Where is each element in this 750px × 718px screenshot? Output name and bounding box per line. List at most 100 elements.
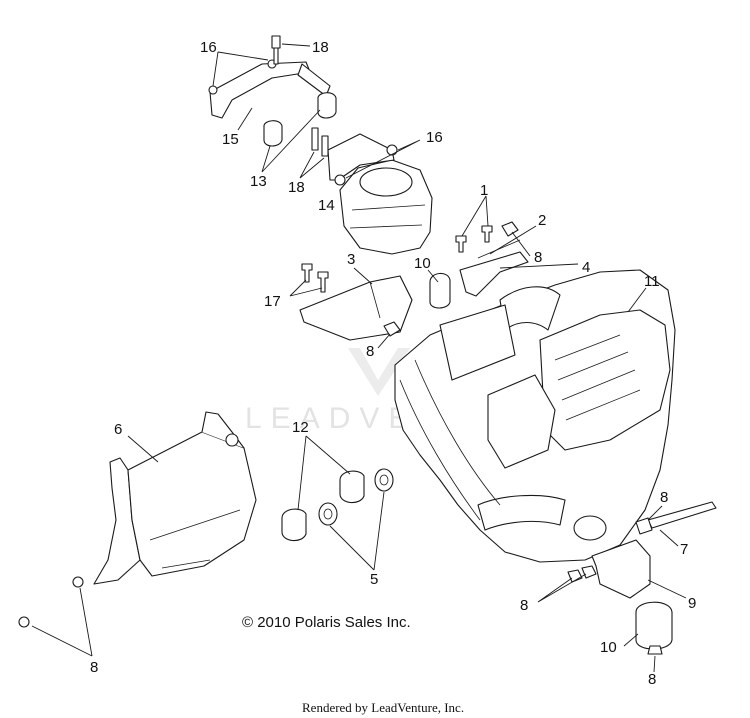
rubber-mount-10-lower (635, 601, 673, 650)
bolt-17-b (317, 271, 329, 293)
callout-9: 9 (688, 595, 696, 612)
leader-5 (329, 491, 385, 571)
washer-5-right-hole (379, 474, 389, 486)
nut-8-bolt-7 (635, 517, 653, 535)
callout-8-bracket3: 8 (366, 343, 374, 360)
bolt-18-top-shank (273, 47, 279, 65)
callout-8-right: 8 (660, 489, 668, 506)
leader-16-mid (345, 139, 421, 179)
callout-17: 17 (264, 293, 281, 310)
plate-nut-left (334, 174, 346, 186)
callout-2: 2 (538, 212, 546, 229)
engine-assembly (394, 269, 676, 563)
washer-5-right (374, 468, 394, 492)
leader-15 (237, 107, 253, 131)
callout-3: 3 (347, 251, 355, 268)
upper-bracket-nut-left (208, 85, 218, 95)
bolt-18-lower-a (311, 127, 319, 151)
nut-8-far-left (18, 616, 30, 628)
bolt-18-top-head (271, 35, 281, 49)
coolant-hose (477, 494, 566, 531)
callout-10-lower: 10 (600, 639, 617, 656)
rubber-mount-13-lower (263, 120, 283, 147)
plate-nut-right (386, 144, 398, 156)
callout-8-bottom: 8 (648, 671, 656, 688)
leader-7 (659, 529, 679, 547)
leader-17 (289, 279, 323, 297)
leader-10-lower (623, 633, 639, 647)
bracket-3-group (299, 263, 413, 341)
throttle-body-detail (349, 204, 426, 229)
callout-16-top: 16 (200, 39, 217, 56)
callout-8-lower: 8 (520, 597, 528, 614)
callout-13: 13 (250, 173, 267, 190)
leader-11 (627, 287, 647, 313)
leader-12 (297, 435, 351, 511)
engine-contour (399, 359, 501, 521)
nut-8-bracket-6 (72, 576, 84, 588)
callout-8-left: 8 (90, 659, 98, 676)
bolt-17-a (301, 263, 313, 283)
throttle-body (339, 159, 433, 255)
callout-16-mid: 16 (426, 129, 443, 146)
callout-5: 5 (370, 571, 378, 588)
engine-side-cover (487, 374, 556, 469)
leader-13 (261, 109, 321, 173)
leader-8-lower (537, 573, 587, 603)
leader-18-top (281, 43, 311, 47)
nut-8-bracket-3 (383, 321, 401, 337)
bracket-3 (299, 275, 413, 341)
leader-6 (127, 435, 159, 463)
rubber-mount-10-upper (429, 272, 451, 309)
bracket-6-side (93, 457, 141, 585)
callout-14: 14 (318, 197, 335, 214)
callout-12: 12 (292, 419, 309, 436)
bracket-6-body (127, 431, 257, 577)
nut-8-bracket-9-b (581, 565, 597, 579)
cushion-12-left (281, 508, 307, 542)
rendered-by-credit: Rendered by LeadVenture, Inc. (302, 700, 464, 715)
oil-filter (573, 515, 607, 541)
leader-3 (353, 267, 373, 285)
watermark-logo (348, 348, 410, 396)
callout-8-upper: 8 (534, 249, 542, 266)
upper-bracket-group (208, 35, 337, 147)
leader-lines (31, 43, 687, 673)
leader-8-bottom (653, 655, 656, 673)
leader-8-left (31, 587, 93, 657)
bolt-1-b (481, 225, 493, 243)
leader-4 (499, 263, 579, 269)
nut-8-upper (501, 221, 519, 237)
callout-18-mid: 18 (288, 179, 305, 196)
upper-bracket-arm (297, 63, 331, 97)
callout-18-top: 18 (312, 39, 329, 56)
bracket-3-fold (369, 275, 413, 319)
leader-8-right (647, 505, 663, 521)
leader-8-bracket3 (377, 333, 391, 349)
engine-cover-ribs (554, 334, 641, 421)
bracket-6-group (18, 411, 257, 628)
mount-cushions (281, 468, 394, 542)
washer-5-left-hole (323, 508, 333, 520)
washer-5-left (318, 502, 338, 526)
leader-9 (647, 579, 687, 599)
leader-2 (489, 225, 537, 255)
callout-15: 15 (222, 131, 239, 148)
bracket-6-nut (225, 433, 239, 447)
leader-10-upper (427, 269, 439, 283)
rubber-mount-13-upper (317, 92, 337, 119)
bolt-7 (647, 501, 717, 529)
throttle-body-cap (359, 167, 413, 197)
leader-16-top (212, 51, 269, 87)
bracket-4 (459, 251, 529, 297)
callout-6: 6 (114, 421, 122, 438)
cushion-12-right (339, 470, 365, 504)
bolt-1-a (455, 235, 467, 253)
leader-8-upper (511, 231, 531, 257)
leader-1 (461, 195, 489, 237)
engine-valve-cover (539, 309, 671, 451)
intake-elbow (499, 286, 561, 331)
callout-7: 7 (680, 541, 688, 558)
